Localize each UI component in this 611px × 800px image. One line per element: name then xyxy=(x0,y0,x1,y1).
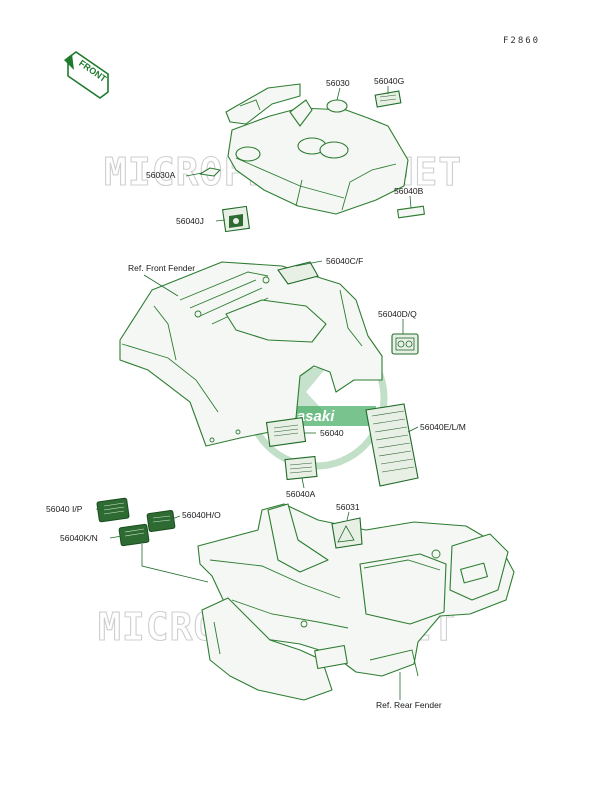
page-code: F2860 xyxy=(503,36,540,46)
rear-fender xyxy=(96,497,515,701)
leader-lines xyxy=(95,86,419,700)
label-56040g: 56040G xyxy=(374,76,404,86)
label-56040cf: 56040C/F xyxy=(326,256,363,266)
label-56031: 56031 xyxy=(336,502,360,512)
label-56040: 56040 xyxy=(320,428,344,438)
label-56040b: 56040B xyxy=(394,186,424,196)
label-56040dq: 56040D/Q xyxy=(378,309,417,319)
label-56040j: 56040J xyxy=(176,216,204,226)
label-56040ip: 56040 I/P xyxy=(46,504,83,514)
label-56030: 56030 xyxy=(326,78,350,88)
label-56040a: 56040A xyxy=(286,489,316,499)
front-fender xyxy=(119,261,419,487)
label-56040elm: 56040E/L/M xyxy=(420,422,466,432)
top-cover-assembly xyxy=(199,83,425,233)
label-56040ho: 56040H/O xyxy=(182,510,221,520)
label-ref-front-fender: Ref. Front Fender xyxy=(128,263,195,273)
label-ref-rear-fender: Ref. Rear Fender xyxy=(376,700,442,710)
label-56040kn: 56040K/N xyxy=(60,533,98,543)
label-56030a: 56030A xyxy=(146,170,176,180)
part-labels: 56030 56040G 56030A 56040B 56040J Ref. F… xyxy=(46,76,466,710)
front-arrow-icon: FRONT xyxy=(64,51,109,99)
